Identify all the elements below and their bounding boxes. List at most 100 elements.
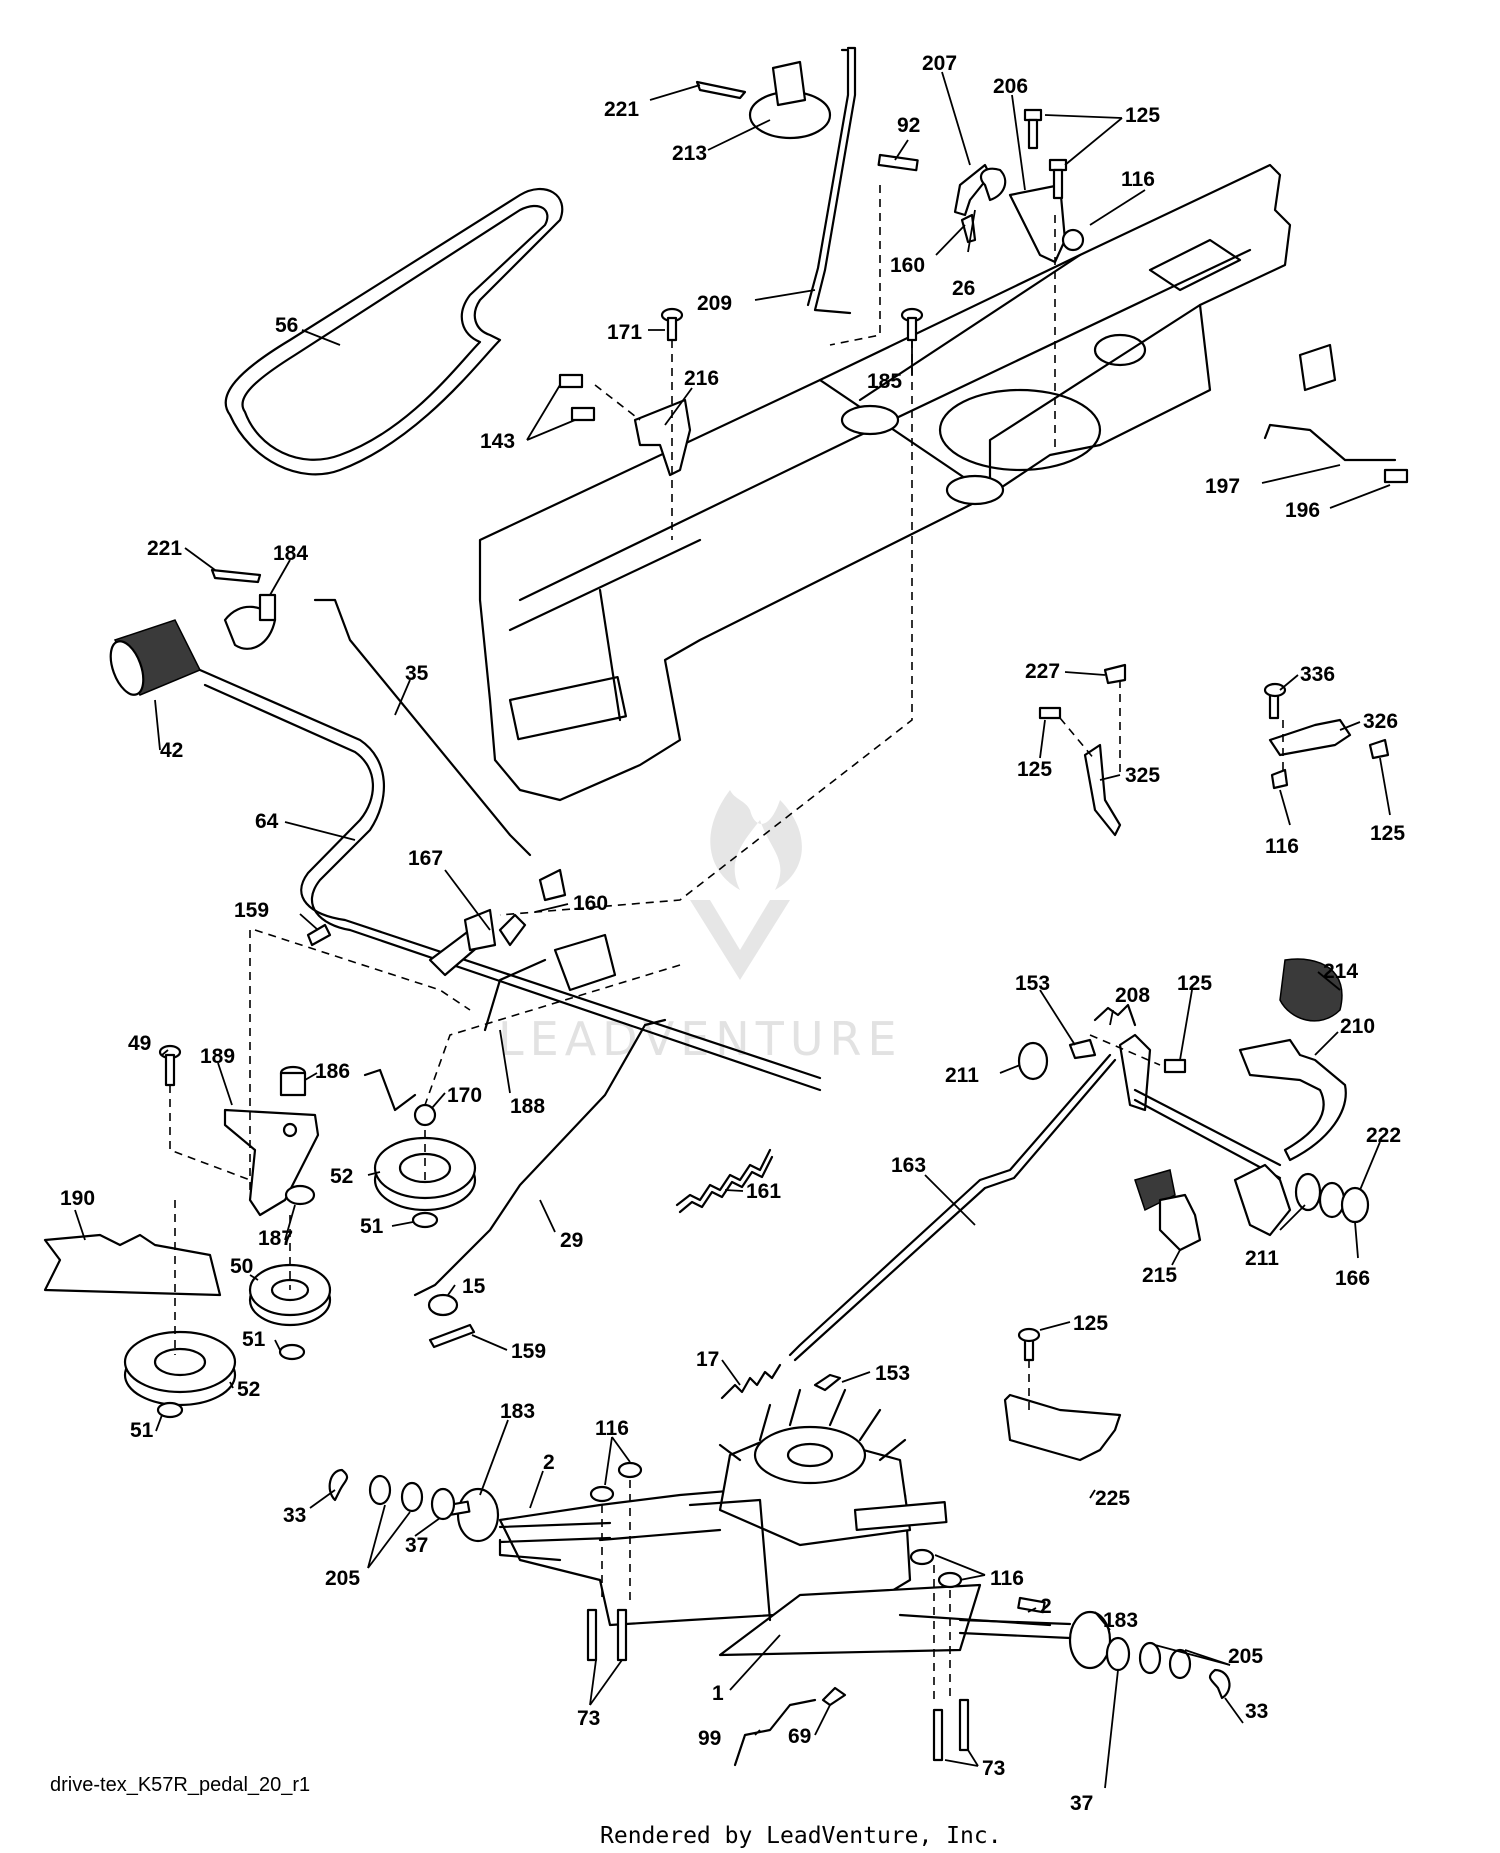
callout-125-pedal: 125 [1177,972,1212,995]
callout-171: 171 [607,321,642,344]
callout-56: 56 [275,314,298,337]
callout-99: 99 [698,1727,721,1750]
callout-42: 42 [160,739,183,762]
part-shield-225 [1003,1327,1122,1462]
part-spacer-186 [279,1065,307,1097]
callout-196: 196 [1285,499,1320,522]
render-footer: Rendered by LeadVenture, Inc. [600,1823,1002,1849]
part-lever-64 [198,668,822,1092]
callout-222: 222 [1366,1124,1401,1147]
diagram-caption: drive-tex_K57R_pedal_20_r1 [50,1774,310,1796]
callout-160-mid: 160 [573,892,608,915]
callout-161: 161 [746,1180,781,1203]
alignment-lines [169,185,1284,1700]
callout-64: 64 [255,810,279,833]
callout-52: 52 [330,1165,353,1188]
part-rod-163 [788,1053,1117,1362]
part-bolts-125-top [1023,108,1068,200]
part-knob-184 [223,593,277,650]
part-clip-153-lower [813,1373,842,1392]
part-rod-29 [413,1018,667,1297]
callout-187: 187 [258,1227,293,1250]
callout-37-right: 37 [1070,1792,1093,1815]
part-pin-159-top [306,923,332,947]
callout-189: 189 [200,1045,235,1068]
callout-116-right-axle: 116 [990,1567,1024,1590]
part-bolt-185 [900,307,924,342]
part-clip-221-top [695,80,747,100]
callout-213: 213 [672,142,707,165]
callout-209: 209 [697,292,732,315]
part-bracket-216 [558,373,692,477]
callout-143: 143 [480,430,515,453]
callout-170: 170 [447,1084,482,1107]
part-pedal-assembly [1017,958,1370,1237]
callout-116-axle: 116 [595,1417,629,1440]
callout-116-right: 116 [1265,835,1299,858]
callout-225: 225 [1095,1487,1130,1510]
callout-29: 29 [560,1229,583,1252]
part-washer-15 [427,1293,459,1317]
callout-125-lower: 125 [1073,1312,1108,1335]
callout-51-mid: 51 [242,1328,266,1351]
part-grip-42 [109,619,202,696]
part-bracket-326 [1263,682,1390,790]
part-pulley-52-lower [123,1330,237,1419]
callout-190: 190 [60,1187,95,1210]
callout-336: 336 [1300,663,1335,686]
part-transaxle-1 [498,1388,1052,1657]
callout-49: 49 [128,1032,151,1055]
callout-227: 227 [1025,660,1060,683]
callout-125-right: 125 [1370,822,1405,845]
part-bolt-49 [158,1044,182,1087]
callout-15: 15 [462,1275,486,1298]
callout-73-right: 73 [982,1757,1005,1780]
callout-2-right: 2 [1040,1595,1052,1618]
callout-184: 184 [273,542,308,565]
part-rod-197 [1263,423,1409,484]
callout-92: 92 [897,114,920,137]
part-bolt-171 [660,307,684,342]
callout-159: 159 [234,899,269,922]
callout-33-right: 33 [1245,1700,1268,1723]
callout-183-right: 183 [1103,1609,1138,1632]
callout-69: 69 [788,1725,811,1748]
callout-211: 211 [945,1064,979,1087]
leader-lines [74,71,1391,1789]
callout-50: 50 [230,1255,253,1278]
part-belt [224,187,564,476]
part-pin-159-lower [428,1323,476,1349]
watermark-logo: LEADVENTURE [498,790,903,1066]
callout-221-left: 221 [147,537,182,560]
callout-215: 215 [1142,1264,1177,1287]
callout-125-mid: 125 [1017,758,1052,781]
part-pedal-215 [1134,1169,1202,1252]
callout-35: 35 [405,662,429,685]
callout-166: 166 [1335,1267,1370,1290]
part-axle-left-hardware [328,1468,612,1544]
callout-214: 214 [1323,960,1358,983]
callout-1: 1 [712,1682,724,1705]
callout-188: 188 [510,1095,545,1118]
callout-221: 221 [604,98,639,121]
part-axle-right-hardware [958,1596,1231,1700]
callout-185: 185 [867,370,902,393]
part-bolts-73 [586,1608,970,1762]
callout-labels: 221 213 207 92 206 125 116 160 26 56 209… [60,52,1405,1815]
callout-159-lower: 159 [511,1340,546,1363]
callout-17: 17 [696,1348,719,1371]
callout-211-right: 211 [1245,1247,1279,1270]
callout-160: 160 [890,254,925,277]
part-frame [478,163,1337,802]
callout-163: 163 [891,1154,926,1177]
part-plate-189 [223,1108,320,1217]
callout-206: 206 [993,75,1028,98]
watermark-text: LEADVENTURE [498,1012,903,1066]
part-knob-213 [748,60,832,140]
callout-210: 210 [1340,1015,1375,1038]
part-spring-17 [720,1363,782,1400]
callout-205-right: 205 [1228,1645,1263,1668]
part-rod-209 [806,46,857,315]
part-washer-187 [284,1184,316,1206]
